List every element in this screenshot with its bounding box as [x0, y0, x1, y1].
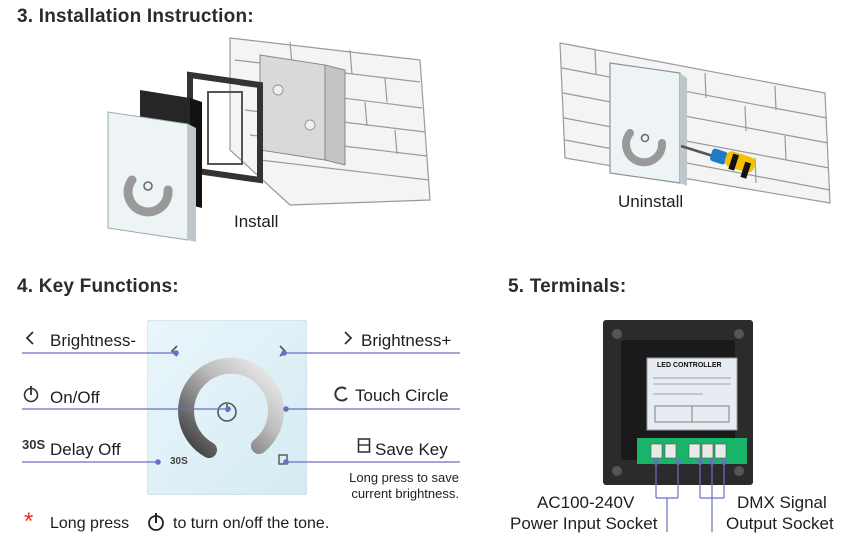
install-label: Install — [234, 212, 279, 231]
save-key-label: Save Key — [375, 440, 448, 459]
dmx-socket-label-2: Output Socket — [726, 514, 834, 533]
power-icon — [22, 384, 40, 409]
uninstall-label: Uninstall — [618, 192, 684, 211]
long-press-note-prefix: Long press — [50, 515, 130, 532]
touch-circle-icon — [333, 385, 351, 408]
delay-off-label: Delay Off — [50, 440, 121, 459]
long-press-note-suffix: to turn on/off the tone. — [173, 515, 330, 532]
power-socket-label-2: Power Input Socket — [510, 514, 658, 533]
uninstall-illustration — [559, 42, 831, 204]
power-icon-inline — [146, 511, 166, 538]
save-note-line-2: current brightness. — [351, 486, 459, 501]
install-illustration — [107, 37, 431, 242]
save-note-line-1: Long press to save — [349, 470, 459, 485]
controller-title: LED CONTROLLER — [657, 362, 722, 369]
power-socket-label-1: AC100-240V — [537, 493, 635, 512]
terminals-title: 5. Terminals: — [508, 276, 627, 297]
dmx-socket-label-1: DMX Signal — [737, 493, 827, 512]
delay-timer-icon: 30S — [22, 437, 46, 452]
controller-back-image — [603, 320, 753, 485]
brightness-minus-label: Brightness- — [50, 331, 136, 350]
save-key-note: Long press to save current brightness. — [300, 470, 459, 502]
key-functions-title: 4. Key Functions: — [17, 276, 179, 297]
save-icon — [357, 437, 371, 460]
installation-title: 3. Installation Instruction: — [17, 6, 254, 27]
chevron-right-icon — [340, 329, 356, 354]
touch-circle-label: Touch Circle — [355, 386, 449, 405]
brightness-plus-label: Brightness+ — [361, 331, 452, 350]
asterisk-icon: * — [24, 508, 34, 535]
on-off-label: On/Off — [50, 388, 100, 407]
svg-text:30S: 30S — [170, 456, 188, 467]
chevron-left-icon — [22, 329, 38, 354]
